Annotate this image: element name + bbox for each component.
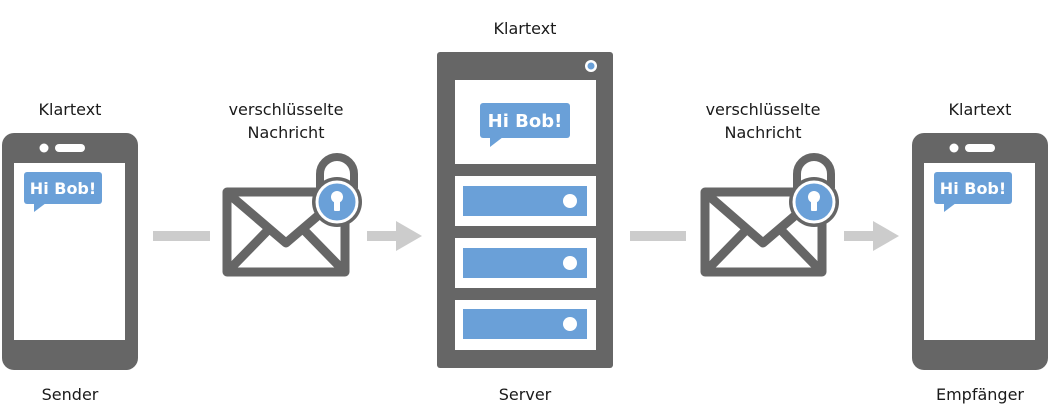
receiver-bottom-label: Empfänger bbox=[935, 385, 1024, 404]
arrow-dash-left-icon bbox=[153, 231, 210, 241]
arrow-head-right-icon bbox=[844, 221, 899, 251]
receiver-message-text: Hi Bob! bbox=[940, 179, 1006, 198]
server-rack-unit-3 bbox=[455, 300, 596, 350]
receiver-top-label: Klartext bbox=[948, 100, 1012, 119]
transit-right-label-line1: verschlüsselte bbox=[705, 100, 821, 119]
server-bottom-label: Server bbox=[498, 385, 552, 404]
transit-right-label-line2: Nachricht bbox=[724, 123, 802, 142]
server-rack-unit-1 bbox=[455, 176, 596, 226]
padlock-right-icon bbox=[789, 153, 839, 227]
sender-top-label: Klartext bbox=[38, 100, 102, 119]
sender-phone-icon bbox=[2, 133, 138, 370]
sender-message-bubble: Hi Bob! bbox=[24, 172, 102, 212]
server-message-bubble: Hi Bob! bbox=[480, 103, 570, 147]
transit-left-label-line1: verschlüsselte bbox=[228, 100, 344, 119]
server-icon bbox=[437, 52, 613, 368]
sender-bottom-label: Sender bbox=[41, 385, 99, 404]
arrow-head-left-icon bbox=[367, 221, 422, 251]
arrow-dash-right-icon bbox=[630, 231, 686, 241]
transit-left-label-line2: Nachricht bbox=[247, 123, 325, 142]
envelope-left-icon bbox=[222, 187, 350, 277]
server-message-text: Hi Bob! bbox=[488, 111, 563, 132]
server-top-label: Klartext bbox=[493, 19, 557, 38]
receiver-phone-icon bbox=[912, 133, 1048, 370]
padlock-left-icon bbox=[312, 153, 362, 227]
server-rack-unit-2 bbox=[455, 238, 596, 288]
receiver-message-bubble: Hi Bob! bbox=[934, 172, 1012, 212]
sender-message-text: Hi Bob! bbox=[30, 179, 96, 198]
